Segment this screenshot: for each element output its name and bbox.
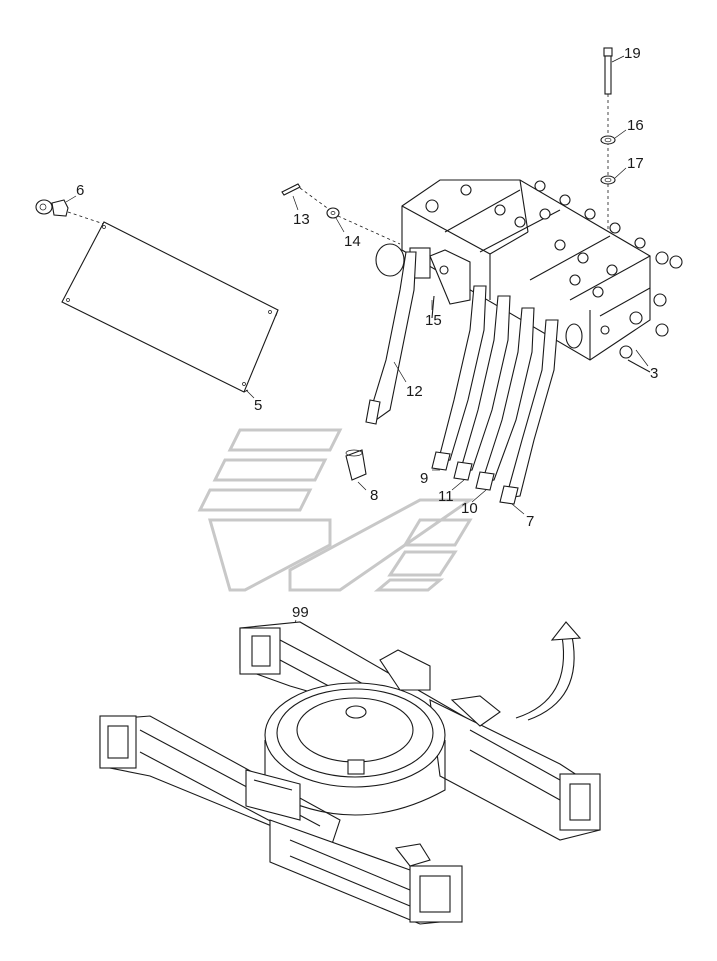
callout-10: 10: [461, 500, 478, 517]
boot-8: [345, 449, 367, 481]
washer-16: [600, 135, 616, 145]
watermark-logo: [197, 428, 475, 592]
knob-6: [35, 199, 105, 225]
callout-14: 14: [344, 233, 361, 250]
lever-11: [453, 295, 511, 481]
callout-99: 99: [292, 604, 309, 621]
direction-arrow: [515, 621, 582, 721]
valve-fittings: [534, 180, 683, 359]
cover-plate-5: [61, 221, 279, 393]
washer-14: [326, 207, 401, 245]
control-valve-3: [401, 179, 683, 373]
callout-13: 13: [293, 211, 310, 228]
lever-9: [431, 285, 487, 471]
callout-19: 19: [624, 45, 641, 62]
callout-11: 11: [438, 488, 454, 505]
callout-7: 7: [526, 513, 534, 530]
callout-6: 6: [76, 182, 84, 199]
bolt-19: [603, 47, 613, 330]
frame-assembly-99: [99, 621, 601, 925]
callout-15: 15: [425, 312, 442, 329]
callout-12: 12: [406, 383, 423, 400]
callout-labels: 19 16 17 6 13 14 15 3 12 5 8 9 11 10 7 9…: [76, 45, 658, 621]
lever-12: [365, 251, 417, 425]
callout-9: 9: [420, 470, 428, 487]
callout-16: 16: [627, 117, 644, 134]
callout-17: 17: [627, 155, 644, 172]
callout-3: 3: [650, 365, 658, 382]
lever-7: [499, 319, 583, 505]
callout-5: 5: [254, 397, 262, 414]
callout-8: 8: [370, 487, 378, 504]
pin-13: [281, 183, 331, 211]
washer-17: [600, 175, 616, 185]
lever-10: [475, 307, 535, 491]
linkage-15: [375, 243, 471, 319]
